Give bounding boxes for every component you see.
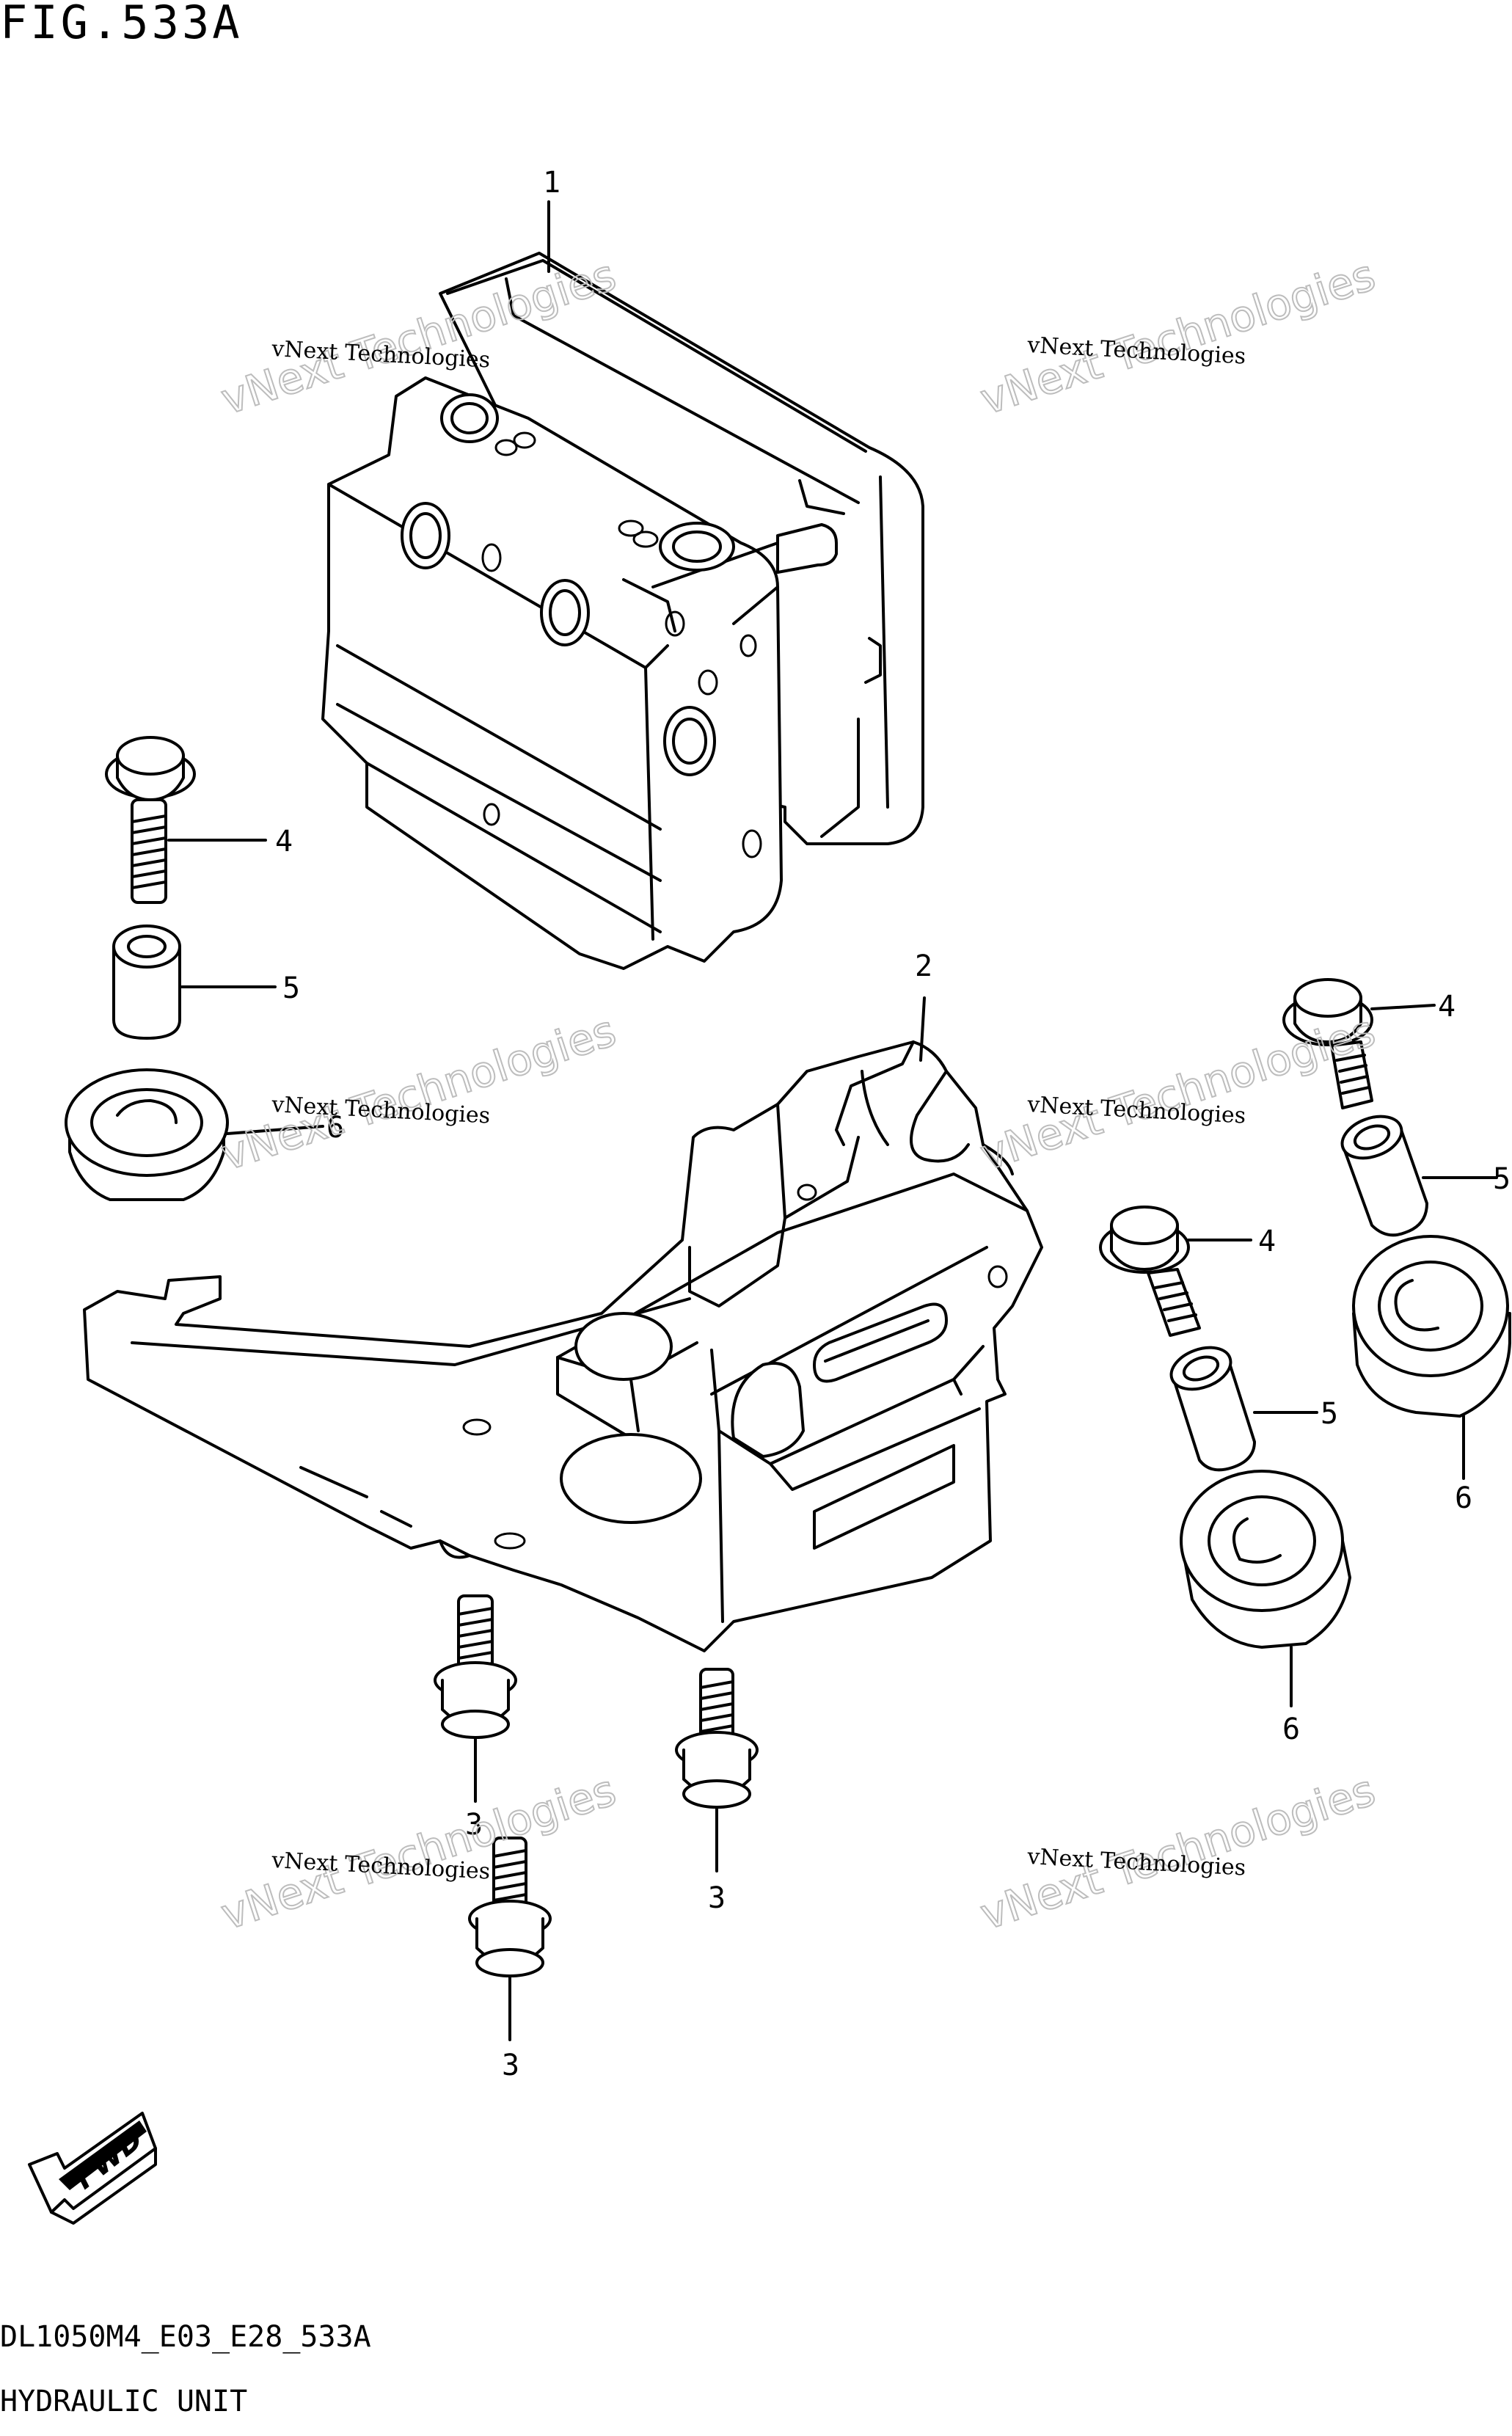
callout-labels: 1 2 3 3 3 4 4 4 5 5 5 6 6 6 [275,166,1511,2082]
bolt-part-4-b[interactable] [1282,978,1436,1109]
callout-5-b: 5 [1493,1162,1511,1196]
leader-lines [547,200,926,1062]
callout-1: 1 [543,166,560,200]
watermark-top-right: vNext Technologies vNext Technologies [974,249,1381,425]
callout-5-a: 5 [282,971,300,1005]
bolt-part-3-a[interactable] [434,1594,517,1803]
callout-6-a: 6 [326,1111,344,1145]
figure-name: HYDRAULIC UNIT [0,2385,248,2418]
collar-part-5-a[interactable] [112,925,277,1040]
forward-direction-arrow: FWD [28,2112,157,2225]
bolt-part-4-a[interactable] [105,736,267,904]
bracket-part-2[interactable] [83,1040,1043,1652]
figure-title: FIG.533A [0,0,243,49]
grommet-part-6-a[interactable] [65,1068,324,1201]
grommet-part-6-b[interactable] [1352,1235,1511,1480]
callout-5-c: 5 [1321,1397,1338,1431]
callout-3-c: 3 [502,2049,519,2082]
callout-6-c: 6 [1282,1713,1300,1746]
grommet-part-6-c[interactable] [1180,1470,1351,1707]
watermark-bottom-left: vNext Technologies vNext Technologies [214,1764,622,1940]
watermark-mid-right: vNext Technologies vNext Technologies [974,1004,1381,1181]
bolt-part-4-c[interactable] [1099,1206,1252,1337]
callout-4-b: 4 [1438,990,1456,1024]
callout-2: 2 [915,949,932,983]
hydraulic-unit-part-1[interactable] [321,252,924,970]
callout-4-a: 4 [275,825,293,858]
collar-part-5-b[interactable] [1337,1109,1498,1237]
callout-3-a: 3 [465,1808,483,1842]
bolt-part-3-c[interactable] [468,1837,552,2041]
callout-4-c: 4 [1258,1225,1276,1258]
watermark-mid-left: vNext Technologies vNext Technologies [214,1004,622,1181]
collar-part-5-c[interactable] [1166,1340,1318,1472]
model-code: DL1050M4_E03_E28_533A [0,2320,371,2354]
callout-6-b: 6 [1455,1481,1472,1515]
watermark-bottom-right: vNext Technologies vNext Technologies [974,1764,1381,1940]
callout-3-b: 3 [708,1881,726,1915]
bolt-part-3-b[interactable] [675,1668,759,1872]
